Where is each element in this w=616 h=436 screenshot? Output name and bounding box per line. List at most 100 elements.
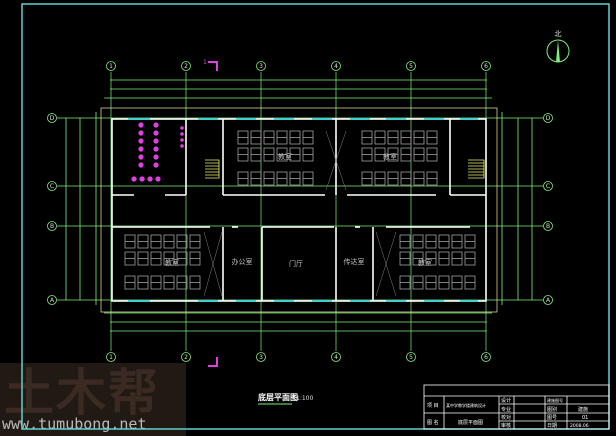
room-label-classroom: 教室 bbox=[165, 258, 179, 267]
drawing-title: 底层平面图 1:100 bbox=[257, 392, 313, 405]
tb-right-value: 建施 bbox=[578, 406, 588, 413]
tb-right-value: 2008.06 bbox=[570, 423, 589, 429]
north-label: 北 bbox=[555, 30, 562, 38]
toilet-fixture bbox=[180, 126, 184, 130]
axis-bubble bbox=[181, 61, 191, 71]
room-label-classroom: 教室 bbox=[278, 152, 292, 161]
axis-bubble bbox=[106, 352, 116, 362]
axis-label: 4 bbox=[334, 354, 338, 361]
toilet-fixture bbox=[153, 130, 159, 136]
axis-label: 4 bbox=[334, 63, 338, 70]
axis-label: 3 bbox=[259, 63, 263, 70]
axis-label: 3 bbox=[259, 354, 263, 361]
stairs bbox=[205, 159, 485, 179]
section-mark-label: 1 bbox=[203, 59, 207, 66]
room-label-classroom: 教室 bbox=[383, 152, 397, 161]
axis-label: 2 bbox=[184, 63, 188, 70]
tb-row: 设计 bbox=[501, 397, 511, 404]
north-arrow: 北 bbox=[546, 30, 570, 63]
axis-bubble bbox=[47, 113, 57, 123]
toilet-fixture bbox=[153, 138, 159, 144]
watermark: 土木帮 www.tumubong.net bbox=[0, 363, 186, 436]
axis-label: C bbox=[546, 183, 550, 190]
toilet-fixture bbox=[138, 138, 144, 144]
toilet-fixture bbox=[147, 176, 153, 182]
tb-right-label: 日期 bbox=[547, 423, 557, 429]
drawing-title-text: 底层平面图 bbox=[257, 392, 298, 402]
toilet-fixture bbox=[155, 176, 161, 182]
watermark-logo: 土木帮 bbox=[4, 364, 160, 422]
tb-project-label: 项 目 bbox=[427, 403, 439, 409]
walls bbox=[100, 107, 498, 313]
toilet-fixture bbox=[180, 144, 184, 148]
drawing-frame bbox=[21, 3, 610, 430]
tb-drawing-name: 底层平面图 bbox=[458, 419, 483, 426]
axis-label: 6 bbox=[484, 63, 488, 70]
toilet-fixture bbox=[153, 146, 159, 152]
axis-label: 1 bbox=[109, 354, 113, 361]
tb-right-label: 建施图号 bbox=[547, 397, 563, 403]
axis-bubble bbox=[543, 221, 553, 231]
axis-bubble bbox=[331, 352, 341, 362]
tb-right-label: 图号 bbox=[547, 415, 557, 421]
toilet-fixture bbox=[138, 130, 144, 136]
axis-bubble bbox=[543, 295, 553, 305]
axis-bubble bbox=[543, 113, 553, 123]
toilet-fixture bbox=[138, 154, 144, 160]
axis-bubble bbox=[331, 61, 341, 71]
section-mark: 1 bbox=[203, 59, 218, 367]
tb-drawing-label: 图 名 bbox=[427, 419, 439, 426]
axis-bubble bbox=[481, 352, 491, 362]
axis-bubble bbox=[47, 181, 57, 191]
toilet-fixture bbox=[153, 162, 159, 168]
toilet-fixture bbox=[139, 176, 145, 182]
axis-bubble bbox=[106, 61, 116, 71]
podium-line bbox=[203, 231, 223, 297]
axis-bubble bbox=[406, 61, 416, 71]
toilet-fixtures bbox=[131, 122, 184, 182]
windows bbox=[128, 118, 478, 302]
toilet-fixture bbox=[180, 132, 184, 136]
axis-bubble bbox=[543, 181, 553, 191]
room-label-classroom: 教室 bbox=[418, 258, 432, 267]
tb-right-value: 01 bbox=[582, 415, 588, 421]
axis-bubble bbox=[256, 61, 266, 71]
axis-bubble bbox=[47, 221, 57, 231]
tb-project-name: 某中学教学楼建筑设计 bbox=[446, 402, 486, 408]
axis-bubble bbox=[181, 352, 191, 362]
axis-label: C bbox=[50, 183, 54, 190]
axis-bubble bbox=[481, 61, 491, 71]
toilet-fixture bbox=[153, 122, 159, 128]
room-label-lobby: 门厅 bbox=[289, 259, 303, 268]
toilet-fixture bbox=[180, 138, 184, 142]
axis-bubble bbox=[256, 352, 266, 362]
drawing-scale: 1:100 bbox=[296, 395, 313, 402]
axis-label: 2 bbox=[184, 354, 188, 361]
axis-label: D bbox=[50, 115, 55, 122]
toilet-fixture bbox=[138, 162, 144, 168]
tb-row: 专业 bbox=[501, 406, 511, 413]
axis-label: 5 bbox=[409, 63, 413, 70]
axis-label: 1 bbox=[109, 63, 113, 70]
toilet-fixture bbox=[138, 146, 144, 152]
tb-row: 审核 bbox=[501, 422, 511, 429]
podium-line bbox=[325, 130, 347, 191]
axis-label: 5 bbox=[409, 354, 413, 361]
desks bbox=[124, 130, 476, 297]
toilet-fixture bbox=[138, 122, 144, 128]
toilet-fixture bbox=[131, 176, 137, 182]
podium-line bbox=[375, 231, 397, 297]
axis-label: B bbox=[50, 223, 54, 230]
title-block bbox=[423, 384, 610, 430]
tb-right-label: 图别 bbox=[547, 406, 557, 413]
axis-label: A bbox=[50, 297, 55, 304]
dimension-lines bbox=[65, 79, 533, 332]
axis-label: B bbox=[546, 223, 550, 230]
axis-label: A bbox=[546, 297, 551, 304]
axis-label: D bbox=[546, 115, 551, 122]
room-label-reception: 传达室 bbox=[344, 257, 365, 266]
tb-row: 校对 bbox=[501, 414, 511, 421]
axis-label: 6 bbox=[484, 354, 488, 361]
